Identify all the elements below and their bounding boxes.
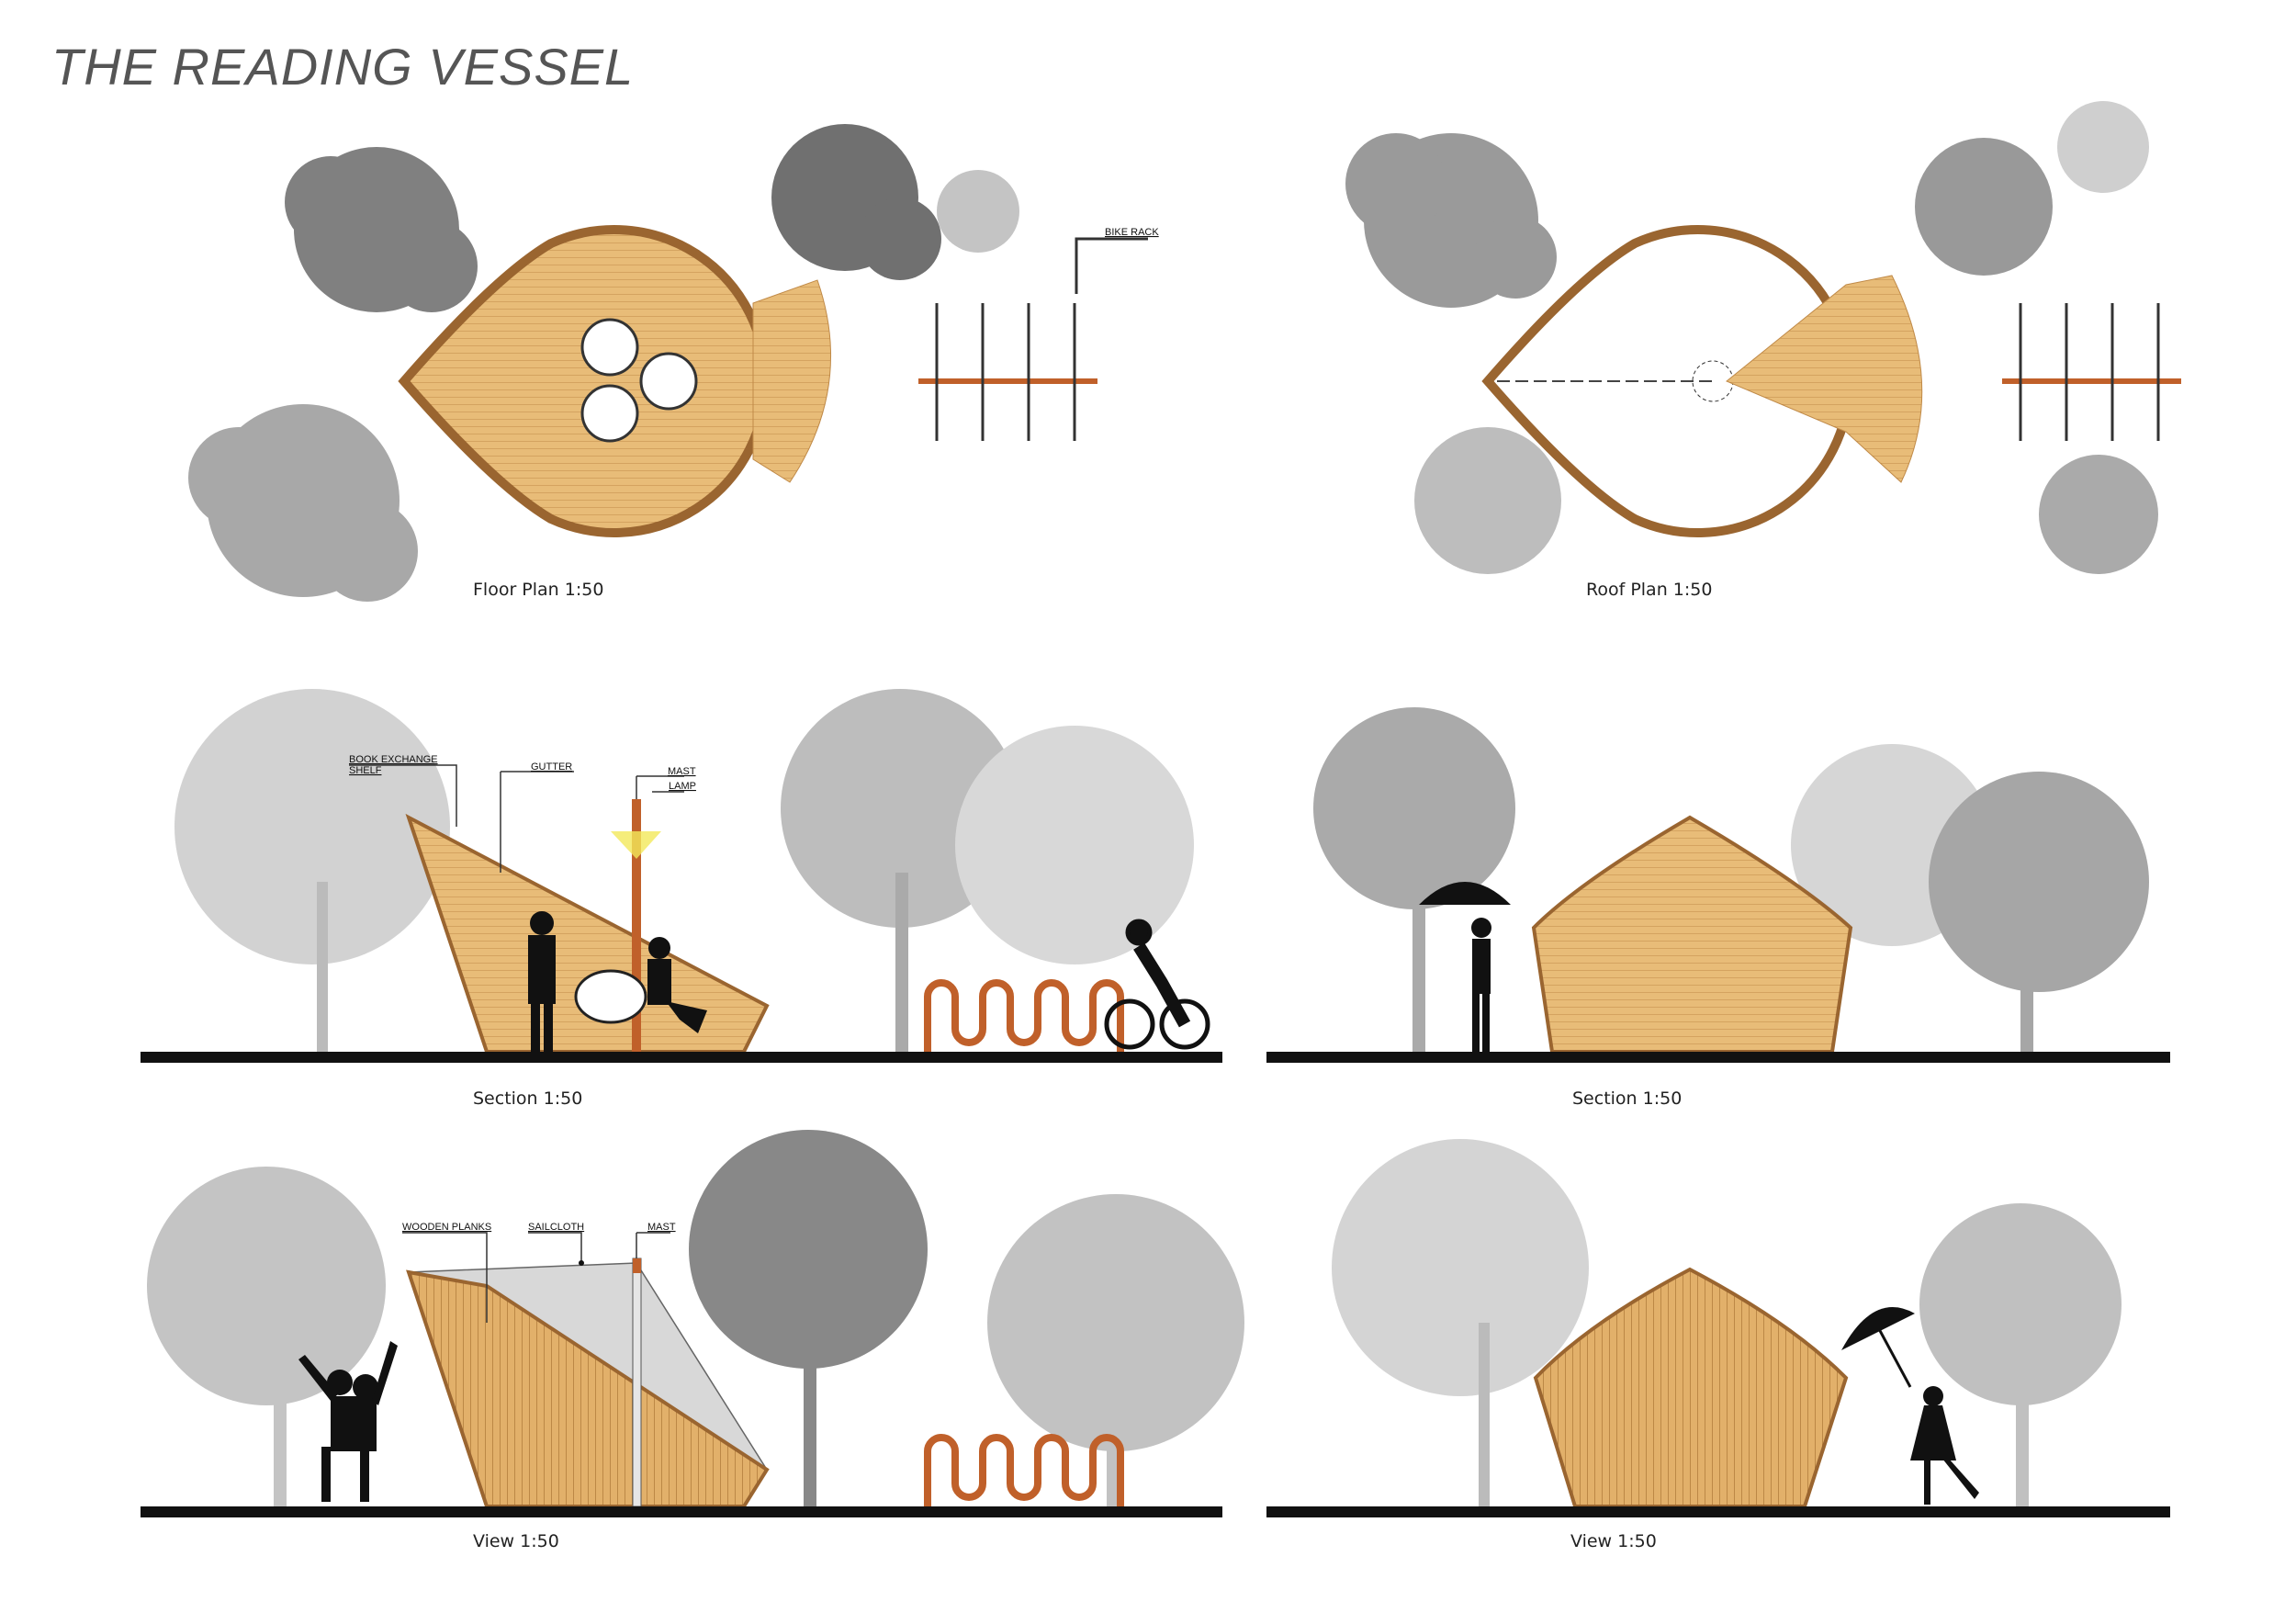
tree-canopy — [188, 404, 418, 602]
tree — [1919, 1203, 2122, 1506]
caption-floor-plan: Floor Plan 1:50 — [473, 580, 603, 600]
vessel-planks-view — [406, 1269, 770, 1508]
tree-canopy — [2057, 101, 2149, 193]
tree — [955, 726, 1194, 964]
cyclist-silhouette — [1104, 919, 1210, 1050]
person-umbrella-silhouette — [1419, 882, 1511, 1052]
caption-section-right: Section 1:50 — [1572, 1088, 1682, 1109]
caption-roof-plan: Roof Plan 1:50 — [1586, 580, 1712, 600]
leader-lines — [402, 1232, 670, 1323]
tree — [174, 689, 450, 1056]
section-right: Section 1:50 — [1266, 707, 2170, 1109]
ground-line — [141, 1506, 1222, 1517]
label-mast-view: MAST — [647, 1222, 676, 1233]
bike-rack-plan — [918, 237, 1148, 441]
dancers-silhouette — [298, 1341, 398, 1502]
ground-line — [1266, 1506, 2170, 1517]
tree — [1929, 772, 2149, 1052]
page-title: THE READING VESSEL — [51, 38, 635, 96]
lamp — [611, 831, 661, 859]
label-sailcloth: SAILCLOTH — [528, 1222, 584, 1233]
label-bike-rack: BIKE RACK — [1105, 227, 1159, 238]
ground-line — [1266, 1052, 2170, 1063]
caption-view-right: View 1:50 — [1570, 1531, 1657, 1551]
tree — [1332, 1139, 1589, 1506]
tree-canopy — [2039, 455, 2158, 574]
mast — [632, 1257, 642, 1507]
tree-canopy — [1345, 133, 1557, 308]
section-left: BOOK EXCHANGE SHELF GUTTER MAST LAMP Sec… — [141, 689, 1222, 1109]
seated-reader-silhouette — [647, 937, 707, 1033]
caption-section-left: Section 1:50 — [473, 1088, 582, 1109]
label-shelf: SHELF — [349, 765, 382, 776]
tree — [987, 1194, 1244, 1506]
bike-rack-elevation — [924, 1434, 1124, 1506]
view-right: View 1:50 — [1266, 1139, 2170, 1551]
label-gutter: GUTTER — [531, 761, 572, 773]
bike-rack-plan — [2002, 303, 2181, 441]
bike-rack-elevation — [924, 979, 1124, 1052]
label-mast: MAST — [668, 766, 696, 777]
tree — [147, 1167, 386, 1506]
roof-plan: Roof Plan 1:50 — [1345, 101, 2181, 600]
person-silhouette — [528, 911, 556, 1052]
caption-view-left: View 1:50 — [473, 1531, 559, 1551]
seat-pod — [574, 969, 647, 1024]
girl-umbrella-silhouette — [1841, 1307, 1979, 1505]
seat-hole — [580, 318, 639, 377]
mast-top — [633, 1258, 641, 1273]
sail-fan — [752, 279, 832, 483]
label-wooden-planks: WOODEN PLANKS — [402, 1222, 491, 1233]
tree — [689, 1130, 928, 1506]
tree-canopy — [285, 147, 478, 312]
floor-plan: BIKE RACK Floor Plan 1:50 — [188, 124, 1159, 602]
label-lamp: LAMP — [669, 781, 696, 792]
tree-canopy — [1414, 427, 1561, 574]
tree-canopy — [937, 170, 1019, 253]
seat-hole — [639, 352, 698, 411]
seat-hole — [580, 384, 639, 443]
sail-fan-roof — [1726, 275, 1923, 483]
ground-line — [141, 1052, 1222, 1063]
tree-canopy — [1915, 138, 2053, 276]
tree-canopy — [771, 124, 941, 280]
view-left: WOODEN PLANKS SAILCLOTH MAST View 1:50 — [141, 1130, 1244, 1551]
leader-lines — [349, 764, 684, 873]
mast — [632, 799, 641, 1052]
label-book-exchange: BOOK EXCHANGE — [349, 754, 438, 765]
